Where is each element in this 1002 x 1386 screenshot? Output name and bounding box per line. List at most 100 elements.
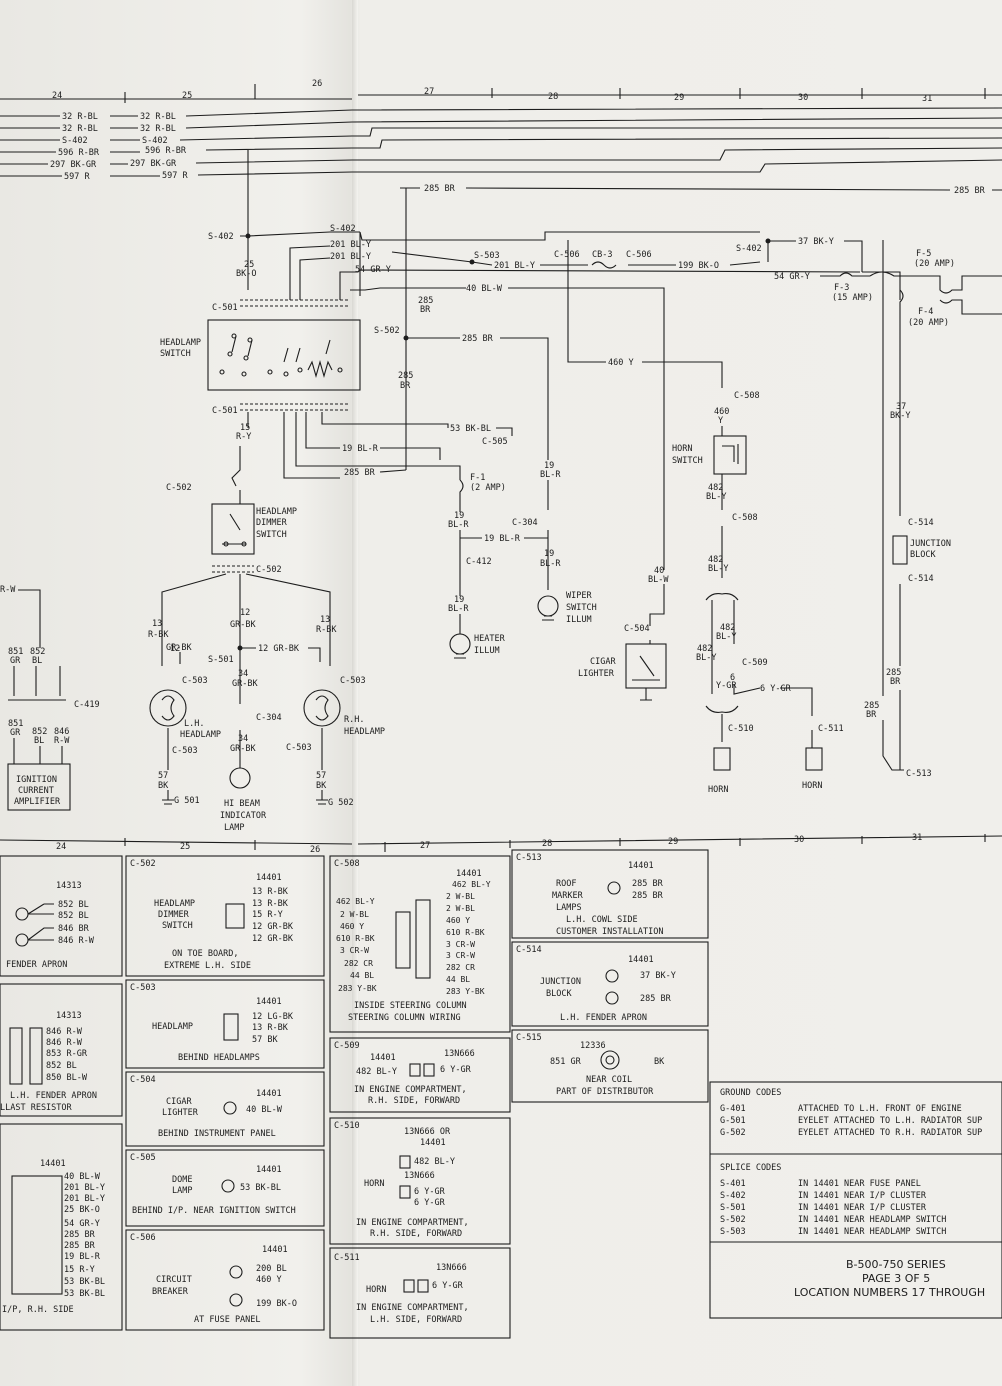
bus-wires: 32 R-BL 32 R-BL 32 R-BL 32 R-BL S-402 S-… [0,107,1002,196]
wire-label: 851 [8,647,23,657]
pin-label: 15 R-Y [252,910,283,920]
wire-label: 285 BR [424,184,456,194]
component-label: AMPLIFIER [14,797,61,807]
part-number: 14401 [256,873,282,883]
pin-label: 57 BK [252,1035,278,1045]
location-label: INSIDE STEERING COLUMN [354,1001,467,1011]
connector-label: C-511 [818,724,844,734]
wire-label: BR [400,381,411,391]
part-number: 14401 [420,1138,446,1148]
accessory-circuits: 19 BL-R C-304 19 BL-R C-412 19 BL-R 19 B… [448,461,669,701]
wire-label: 19 BL-R [342,444,379,454]
wire-label: 19 BL-R [484,534,521,544]
wire-label: 201 BL-Y [494,261,535,271]
pin-label: 13 R-BK [252,1023,289,1033]
connector-label: C-304 [256,713,282,723]
pin-label: BK [654,1057,665,1067]
wire-label: Y-GR [716,681,737,691]
pin-label: 12 GR-BK [252,922,294,932]
wire-label: GR-BK [232,679,258,689]
wire-label: BL-Y [706,492,726,502]
grid-26: 26 [312,79,322,89]
wire-label: 19 [544,549,554,559]
pin-label: 285 BR [64,1230,96,1240]
wire-label: 6 Y-GR [760,684,792,694]
pin-label: 460 Y [340,922,364,931]
component-label: ILLUM [566,615,592,625]
connector-label: C-503 [182,676,208,686]
component-label: HEADLAMP [180,730,221,740]
location-label: LLAST RESISTOR [0,1103,73,1113]
wire-label: 6 [730,673,735,683]
pin-label: 846 BR [58,924,90,934]
pin-label: 40 BL-W [246,1105,283,1115]
wire-label: 19 [454,595,464,605]
wire-label: 285 BR [462,334,494,344]
splice-code: S-503 [720,1227,746,1237]
wire-label: 13 [152,619,162,629]
wire-label: BL-Y [716,632,736,642]
pin-label: 282 CR [446,963,475,972]
pin-label: 19 BL-R [64,1252,101,1262]
location-label: AT FUSE PANEL [194,1315,261,1325]
ground-desc: EYELET ATTACHED TO R.H. RADIATOR SUP [798,1128,982,1138]
panel-c514: C-514 14401 JUNCTION BLOCK 37 BK-Y 285 B… [511,941,709,1027]
connector-id: C-515 [516,1033,542,1043]
bottom-grid: 24 25 26 27 28 29 30 31 [0,833,1002,855]
location-label: R.H. SIDE, FORWARD [368,1096,460,1106]
connector-label: C-502 [256,565,282,575]
pin-label: 285 BR [632,891,664,901]
panel-c509: C-509 14401 13N666 482 BL-Y 6 Y-GR IN EN… [329,1037,511,1113]
splice-label: S-402 [330,224,356,234]
part-number: 14401 [370,1053,396,1063]
wire-label: BK [158,781,169,791]
connector-id: C-510 [334,1121,360,1131]
location-label: BEHIND HEADLAMPS [178,1053,260,1063]
location-label: NEAR COIL [586,1075,632,1085]
part-number: 13N666 OR [404,1127,451,1137]
pin-label: 53 BK-BL [64,1289,105,1299]
wire-label: 54 GR-Y [774,272,810,282]
wire-label: 199 BK-O [678,261,719,271]
pin-label: 2 W-BL [446,892,475,901]
wire-label: GR-BK [230,620,256,630]
pin-label: 199 BK-O [256,1299,297,1309]
connector-label: C-503 [340,676,366,686]
pin-label: 460 Y [446,916,470,925]
location-label: R.H. SIDE, FORWARD [370,1229,462,1239]
connector-label: C-514 [908,574,934,584]
pin-label: 846 R-W [58,936,95,946]
wire-label: 32 R-BL [140,124,176,134]
connector-label: C-419 [74,700,100,710]
splice-label: S-402 [208,232,234,242]
connector-label: C-501 [212,303,238,313]
codes-table: GROUND CODES G-401 ATTACHED TO L.H. FRON… [709,1081,1002,1319]
part-number: 14313 [56,1011,82,1021]
wire-label: 15 [240,423,250,433]
component-label: L.H. [184,719,204,729]
part-number: 14313 [56,881,82,891]
wire-label: 297 BK-GR [50,160,97,170]
pin-label: 852 BL [46,1061,77,1071]
connector-label: C-508 [732,513,758,523]
location-label: L.H. FENDER APRON [560,1013,647,1023]
wire-label: 54 GR-Y [355,265,391,275]
pin-label: 12 GR-BK [252,934,294,944]
wire-label: R-W [54,736,70,746]
circuit-breaker-label: CB-3 [592,250,612,260]
wire-label: S-402 [142,136,168,146]
wire-label: BL-W [648,575,669,585]
pin-label: 851 GR [550,1057,582,1067]
fuse-label: F-1 [470,473,485,483]
component-label: INDICATOR [220,811,267,821]
pin-label: 460 Y [256,1275,282,1285]
splice-label: S-402 [736,244,762,254]
pin-label: 6 Y-GR [414,1187,446,1197]
connector-id: C-508 [334,859,360,869]
wire-label: 285 [886,668,901,678]
headlamp-switch: C-501 HEADLAMP SWITCH C-501 15 R-Y 53 BK… [160,299,548,596]
pin-label: 850 BL-W [46,1073,88,1083]
fuse-label: F-5 [916,249,931,259]
wire-label: 32 R-BL [62,124,98,134]
ground-codes-title: GROUND CODES [720,1088,781,1098]
